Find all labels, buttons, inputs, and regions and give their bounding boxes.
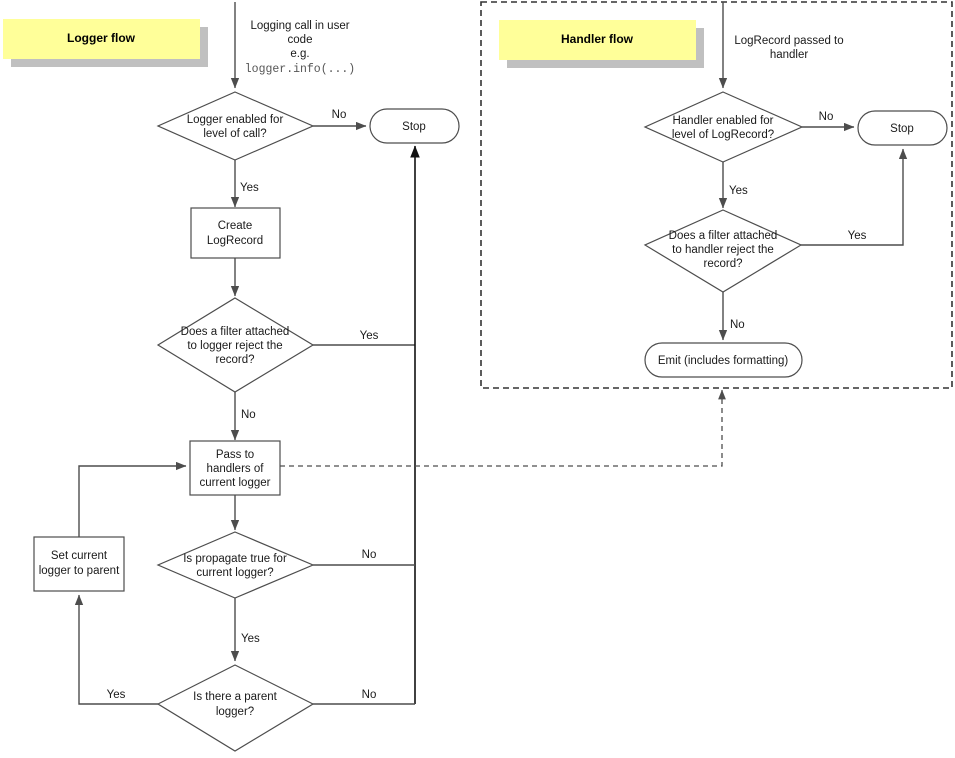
node-logger-stop (369, 108, 460, 144)
node-logger-filter-label-line3: record? (216, 354, 255, 366)
node-has-parent-label-line1: Is there a parent (193, 691, 278, 703)
node-logger-stop-label: Stop (402, 121, 426, 133)
edge-pass-to-handlers-to-handler-flow (280, 389, 726, 467)
edge-label-has-parent-no: No (362, 689, 377, 701)
handler-flow-banner-label: Handler flow (561, 32, 634, 46)
node-propagate-label-line2: current logger? (196, 567, 273, 579)
edge-handler-filter-yes (801, 148, 908, 246)
node-handler-filter-label-line2: to handler reject the (672, 244, 774, 256)
handler-flow-group-box (480, 1, 953, 389)
node-pass-to-handlers-label-line1: Pass to (216, 449, 254, 461)
node-emit-label: Emit (includes formatting) (658, 355, 789, 367)
node-pass-to-handlers-label-line2: handlers of (207, 463, 265, 475)
logger-entry-caption-line1: Logging call in user (250, 20, 349, 32)
node-has-parent-diamond (156, 664, 315, 752)
node-create-logrecord (190, 207, 281, 259)
node-handler-filter-label-line3: record? (704, 258, 743, 270)
node-handler-enabled-label-line2: level of LogRecord? (672, 129, 774, 141)
node-propagate-diamond (156, 531, 315, 599)
edge-label-handler-filter-yes: Yes (848, 230, 867, 242)
edge-label-has-parent-yes: Yes (107, 689, 126, 701)
edge-label-propagate-no: No (362, 549, 377, 561)
logger-flow-banner-label: Logger flow (67, 31, 136, 45)
node-create-logrecord-label-line1: Create (218, 220, 253, 232)
node-create-logrecord-label-line2: LogRecord (207, 235, 263, 247)
logger-entry-caption-code: logger.info(...) (245, 63, 355, 76)
edge-label-logger-enabled-no: No (332, 109, 347, 121)
node-handler-stop-label: Stop (890, 123, 914, 135)
node-has-parent-label-line2: logger? (216, 706, 254, 718)
logger-entry-caption-line2: code (288, 34, 313, 46)
node-set-parent-label-line2: logger to parent (39, 565, 120, 577)
edge-label-logger-filter-no: No (241, 409, 256, 421)
logger-entry-caption-line3: e.g. (290, 48, 309, 60)
node-handler-filter-label-line1: Does a filter attached (669, 230, 778, 242)
node-set-current-logger-to-parent (33, 536, 125, 592)
logger-flow-banner (3, 19, 200, 59)
node-handler-enabled-diamond (643, 91, 804, 163)
node-logger-filter-label-line1: Does a filter attached (181, 326, 290, 338)
edge-has-parent-yes (74, 594, 158, 705)
node-pass-to-handlers-label-line3: current logger (200, 477, 271, 489)
handler-entry-caption-line1: LogRecord passed to (734, 35, 843, 47)
node-logger-enabled-label-line2: level of call? (203, 128, 266, 140)
edge-label-handler-enabled-yes: Yes (729, 185, 748, 197)
node-emit (644, 342, 803, 378)
node-pass-to-handlers (189, 440, 281, 496)
edge-label-logger-filter-yes: Yes (360, 330, 379, 342)
handler-flow-banner (499, 20, 696, 60)
handler-entry-caption-line2: handler (770, 49, 809, 61)
node-logger-enabled-label-line1: Logger enabled for (187, 114, 284, 126)
edge-label-propagate-yes: Yes (241, 633, 260, 645)
node-handler-stop (857, 110, 948, 146)
node-logger-filter-label-line2: to logger reject the (187, 340, 282, 352)
node-logger-enabled-diamond (156, 91, 315, 161)
node-set-parent-label-line1: Set current (51, 550, 108, 562)
edge-label-handler-enabled-no: No (819, 111, 834, 123)
node-propagate-label-line1: Is propagate true for (183, 553, 287, 565)
edge-label-logger-enabled-yes: Yes (240, 182, 259, 194)
node-handler-enabled-label-line1: Handler enabled for (672, 115, 773, 127)
edge-label-handler-filter-no: No (730, 319, 745, 331)
edge-set-parent-to-pass-to-handlers (78, 461, 187, 537)
